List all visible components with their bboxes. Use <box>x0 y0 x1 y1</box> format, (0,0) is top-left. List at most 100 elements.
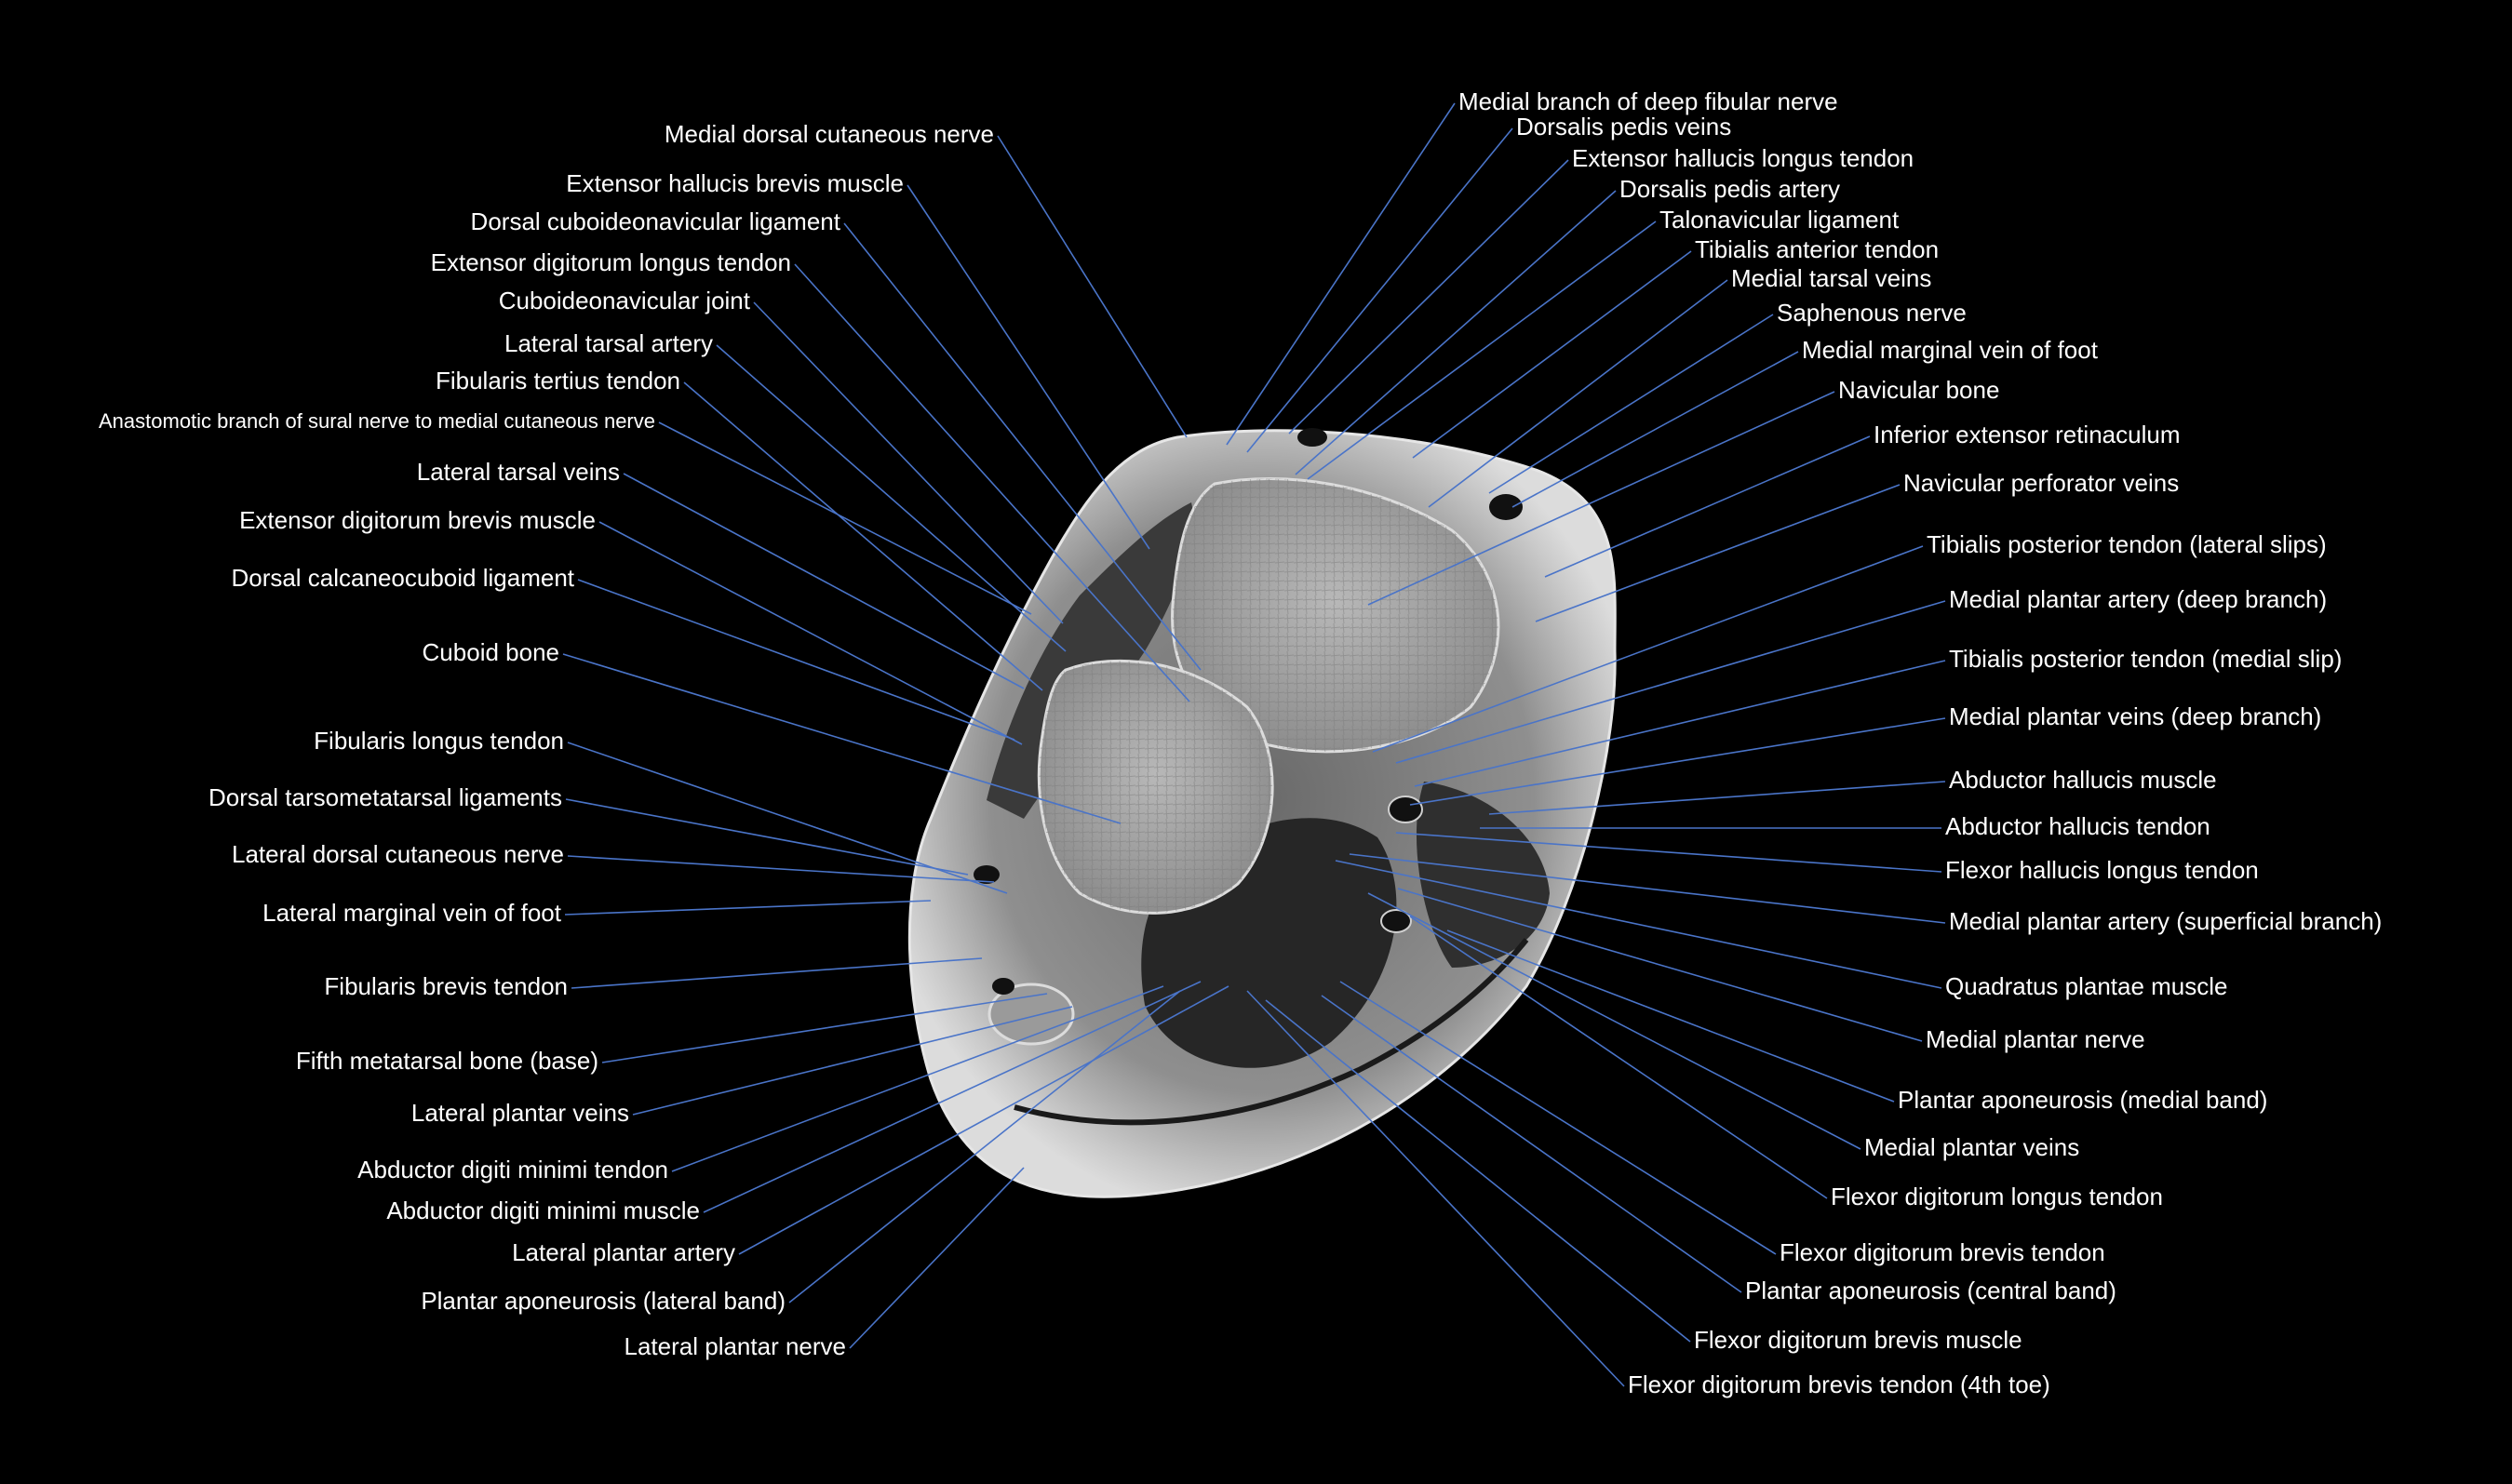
label-medial-plantar-veins-deep-branch: Medial plantar veins (deep branch) <box>1949 702 2321 730</box>
label-dorsal-calcaneocuboid-ligament: Dorsal calcaneocuboid ligament <box>231 564 574 592</box>
label-cuboid-bone: Cuboid bone <box>423 638 559 666</box>
label-dorsalis-pedis-veins: Dorsalis pedis veins <box>1516 113 1731 140</box>
label-dorsal-tarsometatarsal-ligaments: Dorsal tarsometatarsal ligaments <box>208 783 562 811</box>
label-medial-plantar-artery-deep-branch: Medial plantar artery (deep branch) <box>1949 585 2327 613</box>
label-fibularis-tertius-tendon: Fibularis tertius tendon <box>436 367 680 394</box>
label-lateral-marginal-vein-of-foot: Lateral marginal vein of foot <box>262 899 562 927</box>
label-abductor-digiti-minimi-muscle: Abductor digiti minimi muscle <box>386 1197 700 1224</box>
right-leader-line-28 <box>1265 999 1691 1343</box>
left-leader-line-20 <box>671 985 1164 1172</box>
left-leader-line-21 <box>703 981 1202 1213</box>
navicular-trabecular-texture <box>1172 478 1498 752</box>
label-extensor-hallucis-brevis-muscle: Extensor hallucis brevis muscle <box>566 169 904 197</box>
label-medial-tarsal-veins: Medial tarsal veins <box>1731 264 1931 292</box>
label-talonavicular-ligament: Talonavicular ligament <box>1659 206 1900 234</box>
right-leader-line-14 <box>1395 600 1946 764</box>
label-medial-branch-deep-fibular-nerve: Medial branch of deep fibular nerve <box>1458 87 1838 115</box>
left-leader-line-9 <box>623 473 1025 689</box>
label-medial-plantar-veins: Medial plantar veins <box>1864 1133 2079 1161</box>
label-extensor-digitorum-brevis-muscle: Extensor digitorum brevis muscle <box>239 506 596 534</box>
right-leader-line-6 <box>1412 250 1692 459</box>
label-navicular-perforator-veins: Navicular perforator veins <box>1903 469 2179 497</box>
right-leader-line-25 <box>1409 916 1828 1199</box>
label-quadratus-plantae-muscle: Quadratus plantae muscle <box>1945 972 2228 1000</box>
label-plantar-aponeurosis-central-band: Plantar aponeurosis (central band) <box>1745 1277 2116 1304</box>
right-leader-line-9 <box>1511 351 1799 508</box>
mri-cross-section <box>907 428 1617 1198</box>
left-leader-line-8 <box>658 421 1032 615</box>
right-leader-line-16 <box>1409 717 1946 806</box>
left-leader-line-14 <box>565 798 969 876</box>
left-leader-line-2 <box>907 184 1150 550</box>
label-lateral-plantar-nerve: Lateral plantar nerve <box>625 1332 846 1360</box>
right-leader-line-3 <box>1288 159 1569 435</box>
label-flexor-digitorum-longus-tendon: Flexor digitorum longus tendon <box>1831 1183 2163 1210</box>
left-leader-line-22 <box>738 985 1229 1255</box>
right-leader-line-15 <box>1414 660 1946 787</box>
label-fifth-metatarsal-bone-base: Fifth metatarsal bone (base) <box>296 1047 598 1075</box>
label-tibialis-posterior-tendon-medial-slip: Tibialis posterior tendon (medial slip) <box>1949 645 2342 673</box>
labels-left: Medial dorsal cutaneous nerve Extensor h… <box>99 120 994 1360</box>
right-leader-line-19 <box>1395 832 1942 873</box>
label-medial-marginal-vein-of-foot: Medial marginal vein of foot <box>1802 336 2099 364</box>
left-leader-line-5 <box>753 301 1064 624</box>
left-leader-line-17 <box>571 957 983 989</box>
plantar-aponeurosis-shape <box>1014 938 1529 1126</box>
label-cuboideonavicular-joint: Cuboideonavicular joint <box>499 287 751 314</box>
flexor-digitorum-longus-tendon-shape <box>1380 909 1412 933</box>
label-flexor-digitorum-brevis-tendon-4th-toe: Flexor digitorum brevis tendon (4th toe) <box>1628 1370 2050 1398</box>
right-leader-line-13 <box>1372 545 1924 753</box>
label-abductor-hallucis-tendon: Abductor hallucis tendon <box>1945 812 2210 840</box>
right-leader-line-22 <box>1397 888 1923 1042</box>
right-leader-line-10 <box>1367 391 1835 606</box>
labels-right: Medial branch of deep fibular nerve Dors… <box>1458 87 2382 1398</box>
label-anastomotic-branch-sural-nerve: Anastomotic branch of sural nerve to med… <box>99 409 655 433</box>
label-extensor-hallucis-longus-tendon: Extensor hallucis longus tendon <box>1572 144 1914 172</box>
left-leader-line-6 <box>716 344 1067 652</box>
left-leader-line-1 <box>997 135 1188 438</box>
label-lateral-tarsal-veins: Lateral tarsal veins <box>417 458 620 486</box>
label-lateral-dorsal-cutaneous-nerve: Lateral dorsal cutaneous nerve <box>232 840 564 868</box>
right-leader-line-21 <box>1335 860 1942 989</box>
right-leader-line-7 <box>1428 279 1728 508</box>
left-leader-line-16 <box>564 900 932 916</box>
left-leader-line-15 <box>567 855 995 883</box>
right-leader-line-4 <box>1295 190 1617 475</box>
left-leader-line-7 <box>683 381 1043 691</box>
label-saphenous-nerve: Saphenous nerve <box>1777 299 1967 327</box>
right-leader-line-12 <box>1535 484 1901 622</box>
leader-lines-left <box>562 135 1229 1349</box>
label-dorsalis-pedis-artery: Dorsalis pedis artery <box>1619 175 1840 203</box>
right-leader-line-5 <box>1307 221 1657 480</box>
label-lateral-plantar-artery: Lateral plantar artery <box>512 1238 735 1266</box>
right-leader-line-27 <box>1321 995 1742 1293</box>
fibularis-brevis-tendon-shape <box>992 978 1014 995</box>
tibialis-posterior-tendon-shape <box>1388 795 1423 823</box>
extensor-hallucis-longus-tendon-shape <box>1297 428 1327 447</box>
label-plantar-aponeurosis-medial-band: Plantar aponeurosis (medial band) <box>1898 1086 2267 1114</box>
tibialis-anterior-tendon-shape <box>1489 494 1523 520</box>
right-leader-line-29 <box>1246 990 1625 1387</box>
label-medial-plantar-nerve: Medial plantar nerve <box>1926 1025 2145 1053</box>
left-leader-line-19 <box>632 1006 1073 1116</box>
right-leader-line-17 <box>1488 781 1946 815</box>
left-leader-line-4 <box>794 263 1190 702</box>
label-medial-plantar-artery-superficial-branch: Medial plantar artery (superficial branc… <box>1949 907 2382 935</box>
left-leader-line-12 <box>562 653 1122 824</box>
cuboid-trabecular-texture <box>1039 661 1273 914</box>
label-inferior-extensor-retinaculum: Inferior extensor retinaculum <box>1874 421 2180 448</box>
label-tibialis-anterior-tendon: Tibialis anterior tendon <box>1695 235 1939 263</box>
left-leader-line-11 <box>577 579 1015 741</box>
right-leader-line-8 <box>1488 314 1774 494</box>
label-abductor-hallucis-muscle: Abductor hallucis muscle <box>1949 766 2217 794</box>
left-leader-line-24 <box>849 1167 1025 1349</box>
label-extensor-digitorum-longus-tendon: Extensor digitorum longus tendon <box>431 248 791 276</box>
label-fibularis-longus-tendon: Fibularis longus tendon <box>314 727 564 755</box>
label-lateral-plantar-veins: Lateral plantar veins <box>411 1099 629 1127</box>
label-abductor-digiti-minimi-tendon: Abductor digiti minimi tendon <box>357 1156 668 1183</box>
left-leader-line-18 <box>601 993 1048 1063</box>
label-dorsal-cuboideonavicular-ligament: Dorsal cuboideonavicular ligament <box>471 207 841 235</box>
right-leader-line-23 <box>1446 929 1895 1103</box>
label-tibialis-posterior-tendon-lateral-slips: Tibialis posterior tendon (lateral slips… <box>1927 530 2327 558</box>
